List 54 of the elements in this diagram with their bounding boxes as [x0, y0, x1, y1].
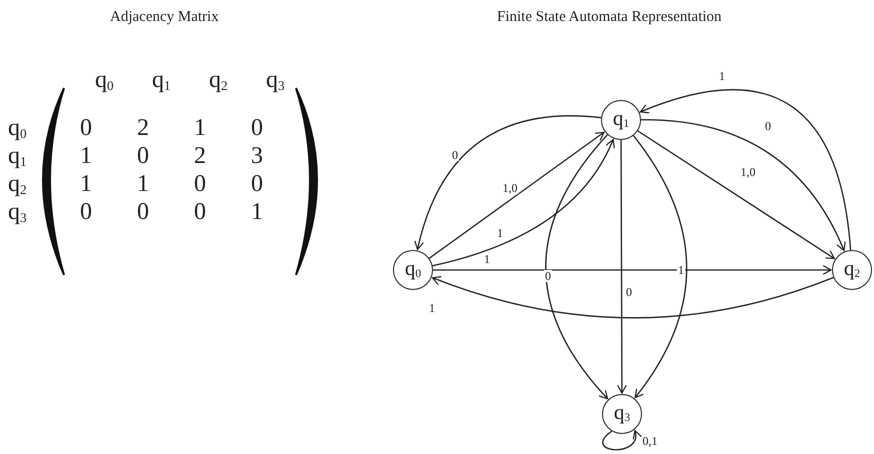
column-header: q$_{0}$: [95, 68, 114, 92]
matrix-entry: 2: [137, 115, 149, 141]
matrix-entry: 1: [251, 199, 263, 225]
transition-arrow: [632, 135, 688, 398]
transition-arrow: [428, 132, 605, 259]
matrix-entry: 0: [194, 171, 206, 197]
edge-label: 1: [677, 264, 685, 276]
matrix-entry: 0: [137, 143, 149, 169]
matrix-entry: 0: [194, 199, 206, 225]
matrix-entry: 3: [251, 143, 263, 169]
column-header: q$_{3}$: [266, 68, 285, 92]
state-label: q$_{3}$: [614, 402, 630, 422]
transition-arrow: [616, 140, 627, 394]
transition-arrow: [432, 276, 834, 318]
transition-arrow: [432, 138, 614, 266]
matrix-entry: 1: [80, 143, 92, 169]
automaton-title: Finite State Automata Representation: [497, 8, 722, 27]
edge-label: 1: [496, 227, 504, 239]
edge-label: 1: [483, 253, 491, 265]
edge-label: 0,1: [642, 435, 658, 447]
edge-label: 0: [451, 149, 459, 161]
matrix-entry: 0: [251, 115, 263, 141]
edge-label: 0: [764, 120, 772, 132]
matrix-entry: 0: [80, 199, 92, 225]
matrix-entry: 2: [194, 143, 206, 169]
edge-label: 0: [625, 286, 633, 298]
edge-label: 1: [718, 70, 726, 82]
row-header: q$_{2}$: [8, 171, 27, 197]
matrix-entry: 1: [80, 171, 92, 197]
transition-arrow: [640, 89, 852, 250]
edge-label: 1: [428, 302, 436, 314]
edge-label: 1,0: [740, 166, 756, 178]
transition-arrow: [640, 119, 846, 252]
row-header: q$_{1}$: [8, 143, 27, 169]
state-label: q$_{2}$: [844, 258, 860, 278]
matrix-entry: 1: [137, 171, 149, 197]
edge-label: 0: [544, 270, 552, 282]
transition-arrow: [602, 430, 642, 450]
column-header: q$_{1}$: [152, 68, 171, 92]
edge-label: 1,0: [502, 182, 518, 194]
row-header: q$_{0}$: [8, 115, 27, 141]
matrix-entry: 0: [137, 199, 149, 225]
transition-arrow: [637, 130, 835, 260]
transition-arrow: [433, 264, 832, 276]
state-label: q$_{1}$: [612, 108, 630, 128]
matrix-entry: 0: [80, 115, 92, 141]
transition-arrow: [414, 115, 602, 250]
state-label: q$_{0}$: [404, 258, 422, 278]
matrix-title: Adjacency Matrix: [110, 8, 219, 27]
matrix-entry: 0: [251, 171, 263, 197]
matrix-entry: 1: [194, 115, 206, 141]
transition-arrow: [545, 134, 608, 400]
column-header: q$_{2}$: [209, 68, 228, 92]
row-header: q$_{3}$: [8, 199, 27, 225]
